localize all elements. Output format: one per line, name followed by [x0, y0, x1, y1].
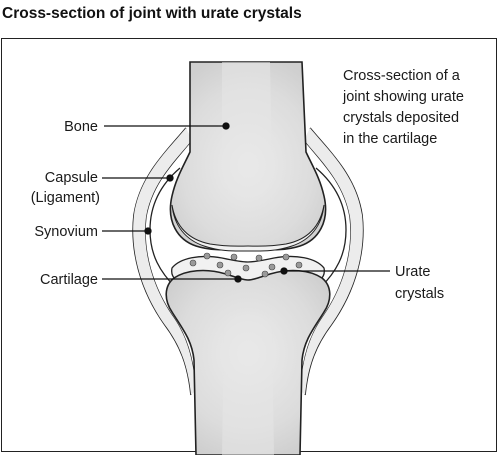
crystal-dot: [255, 254, 263, 262]
urate-crystals: [189, 252, 303, 278]
crystal-dot: [268, 263, 276, 271]
lower-bone: [165, 269, 331, 455]
label-urate: Urate: [395, 264, 430, 280]
label-ligament: (Ligament): [31, 190, 100, 206]
label-bone: Bone: [64, 119, 98, 135]
crystal-dot: [282, 253, 290, 261]
label-synovium: Synovium: [34, 224, 98, 240]
crystal-dot: [203, 252, 211, 260]
label-capsule: Capsule: [45, 170, 98, 186]
leader-lines: [102, 122, 390, 283]
crystal-dot: [189, 259, 197, 267]
upper-bone: [169, 61, 327, 251]
upper-cartilage: [171, 204, 325, 252]
crystal-dot: [242, 264, 250, 272]
figure-title: Cross-section of joint with urate crysta…: [2, 5, 302, 22]
description-line-3: crystals deposited: [343, 110, 459, 126]
crystal-dot: [295, 261, 303, 269]
description-line-1: Cross-section of a: [343, 68, 461, 84]
crystal-dot: [261, 270, 269, 278]
label-crystals: crystals: [395, 286, 444, 302]
description-line-4: in the cartilage: [343, 131, 437, 147]
capsule-ligament: [132, 127, 364, 396]
crystal-dot: [216, 261, 224, 269]
description-line-2: joint showing urate: [342, 89, 464, 105]
crystal-dot: [230, 253, 238, 261]
crystal-dot: [224, 269, 232, 277]
label-cartilage: Cartilage: [40, 272, 98, 288]
